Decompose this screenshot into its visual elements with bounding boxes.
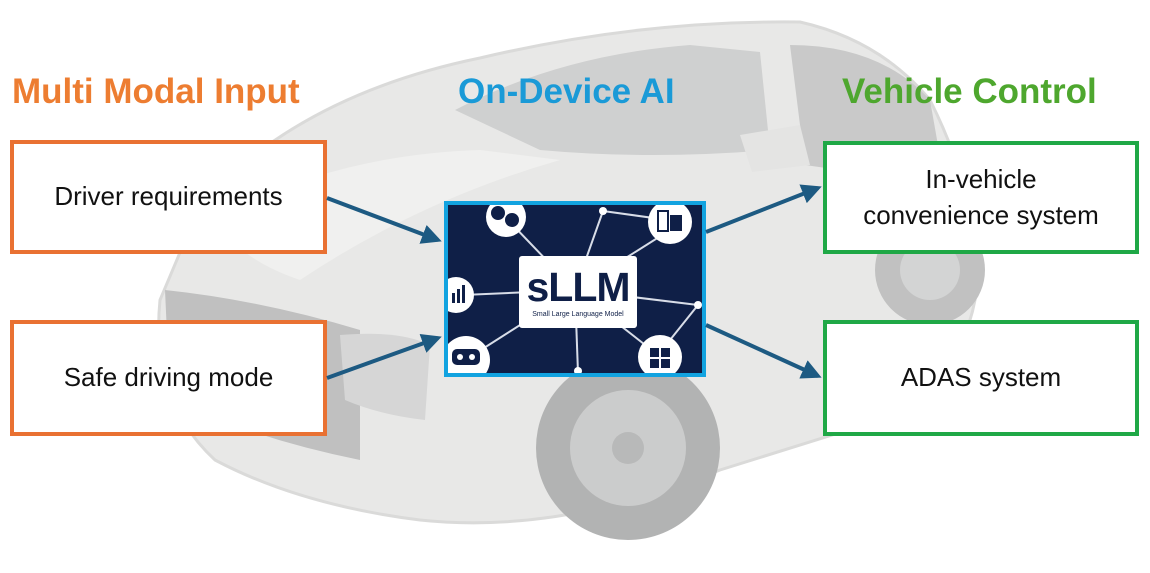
safe-driving-mode-label: Safe driving mode xyxy=(63,362,274,393)
convenience-system-label-line1: In-vehicle xyxy=(925,164,1037,195)
cube-icon xyxy=(638,335,682,373)
sllm-panel: sLLM Small Large Language Model xyxy=(444,201,706,377)
adas-system-label: ADAS system xyxy=(900,362,1062,393)
chat-icon xyxy=(486,205,526,237)
chart-icon xyxy=(448,277,474,313)
convenience-system-label-line2: convenience system xyxy=(863,199,1099,230)
sllm-card: sLLM Small Large Language Model xyxy=(519,256,637,328)
sllm-title: sLLM xyxy=(526,263,630,310)
convenience-system-label: In-vehicle convenience system xyxy=(863,162,1099,232)
driver-requirements-label: Driver requirements xyxy=(54,181,283,212)
safe-driving-mode-box: Safe driving mode xyxy=(10,320,327,436)
vehicle-control-heading: Vehicle Control xyxy=(842,72,1097,111)
sllm-subtitle: Small Large Language Model xyxy=(532,310,624,318)
driver-requirements-box: Driver requirements xyxy=(10,140,327,254)
multi-modal-input-heading: Multi Modal Input xyxy=(12,72,300,111)
on-device-ai-heading: On-Device AI xyxy=(458,72,675,111)
car-side-mirror xyxy=(740,125,810,172)
adas-system-box: ADAS system xyxy=(823,320,1139,436)
convenience-system-box: In-vehicle convenience system xyxy=(823,141,1139,254)
car-windshield xyxy=(455,45,770,155)
robot-icon xyxy=(448,336,490,373)
layout-icon xyxy=(648,205,692,244)
